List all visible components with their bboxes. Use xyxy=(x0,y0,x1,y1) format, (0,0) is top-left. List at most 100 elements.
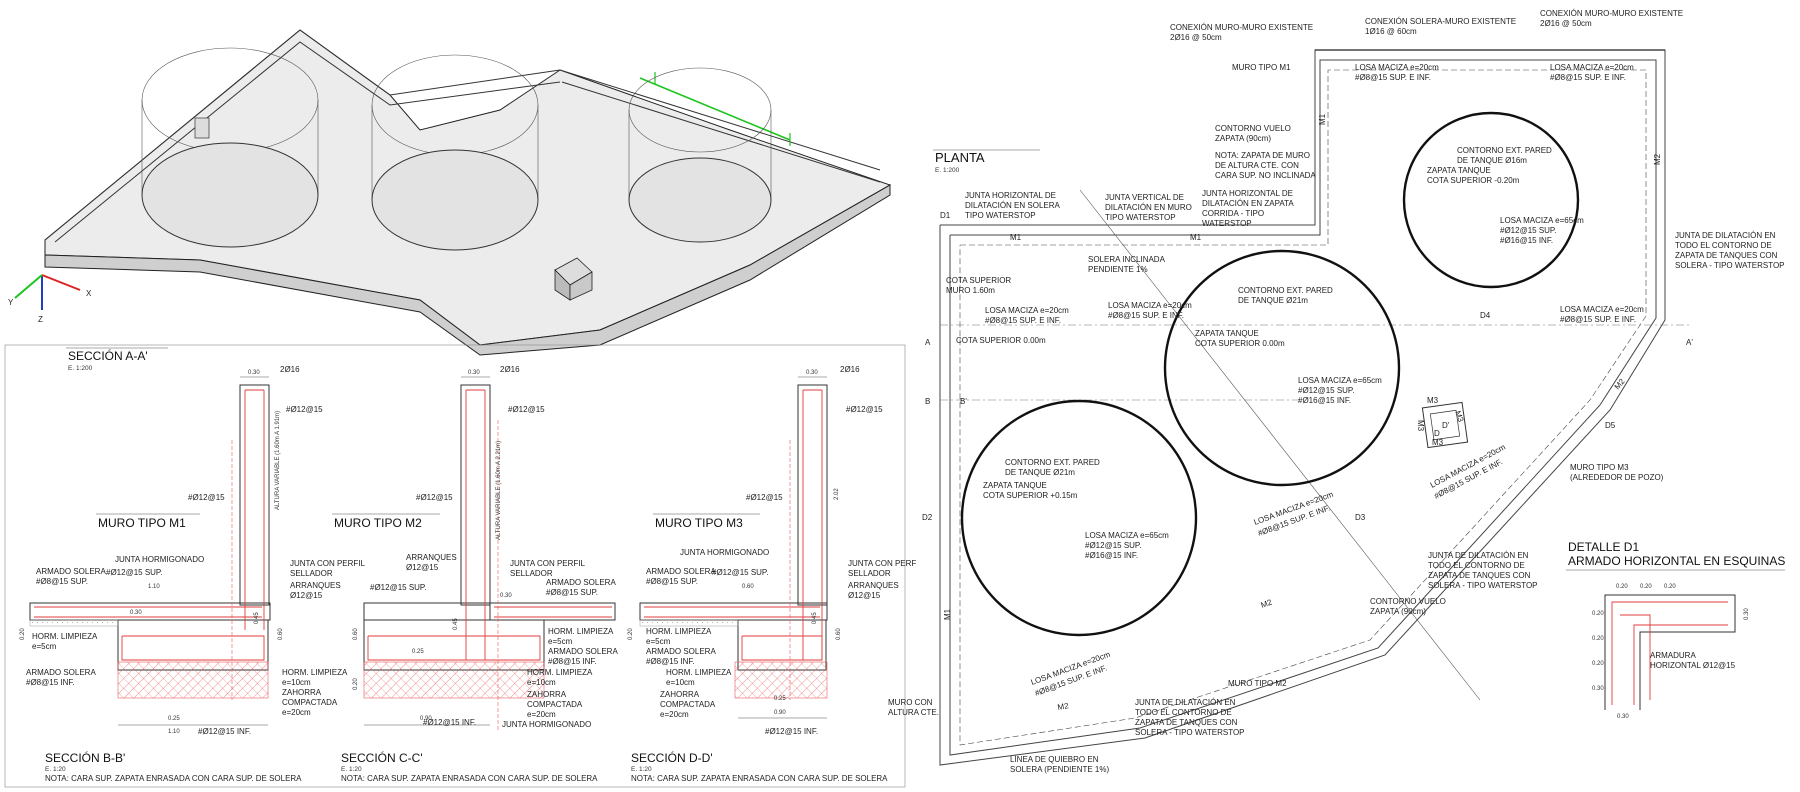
m2-sellador: SELLADOR xyxy=(510,569,553,578)
m2-dim-025: 0.25 xyxy=(412,649,424,655)
detail-title-2: ARMADO HORIZONTAL EN ESQUINAS xyxy=(1568,554,1785,568)
plan-mark-D-prime: D' xyxy=(1442,421,1450,430)
m2-arranques: ARRANQUES xyxy=(406,553,457,562)
m2-armado-solera-v: #Ø8@15 SUP. xyxy=(546,588,598,597)
m1-armado-solera-inf: ARMADO SOLERA xyxy=(26,668,96,677)
m1-e10: e=10cm xyxy=(282,678,311,687)
plan-losa-e2: #Ø8@15 SUP. E INF. xyxy=(1560,315,1636,324)
m1-bottom-bar: #Ø12@15 INF. xyxy=(198,727,251,736)
m3-note: NOTA: CARA SUP. ZAPATA ENRASADA CON CARA… xyxy=(631,774,888,783)
detail-armadura-2: HORIZONTAL Ø12@15 xyxy=(1650,661,1736,670)
plan-t1-a: CONTORNO EXT. PARED xyxy=(1457,146,1552,155)
plan-t2-f: #Ø12@15 SUP. xyxy=(1298,386,1354,395)
m3-sup-bar: #Ø12@15 SUP. xyxy=(712,568,768,577)
plan-mark-M2b: M2 xyxy=(1613,377,1627,392)
section-m1: MURO TIPO M1 0.30 2Ø16 #Ø12@15 #Ø12@15 A… xyxy=(20,365,366,783)
m1-e5: e=5cm xyxy=(32,642,57,651)
plan-jdb-4: SOLERA - TIPO WATERSTOP xyxy=(1135,728,1245,737)
m1-sup-bar: #Ø12@15 SUP. xyxy=(106,568,162,577)
plan-jz-4: WATERSTOP xyxy=(1202,219,1252,228)
m3-dim-030: 0.30 xyxy=(806,370,818,376)
detail-dim-2: 0.20 xyxy=(1640,584,1652,590)
plan-mark-M1c: M1 xyxy=(1318,113,1327,125)
m1-dim-060: 0.60 xyxy=(278,628,284,640)
m2-vert-bar: #Ø12@15 xyxy=(508,405,545,414)
m1-compactada: COMPACTADA xyxy=(282,698,338,707)
plan-t1-b: DE TANQUE Ø16m xyxy=(1457,156,1527,165)
m2-title: MURO TIPO M2 xyxy=(334,516,422,530)
m2-arranques-v: Ø12@15 xyxy=(406,563,439,572)
m1-note: NOTA: CARA SUP. ZAPATA ENRASADA CON CARA… xyxy=(45,774,302,783)
plan-mark-A2: A' xyxy=(1686,338,1693,347)
m2-compactada: COMPACTADA xyxy=(527,700,583,709)
m2-junta-horm: JUNTA HORMIGONADO xyxy=(502,720,591,729)
m2-dim-045: 0.45 xyxy=(453,618,459,630)
m1-dim-025: 0.25 xyxy=(168,716,180,722)
m3-dim-060: 0.60 xyxy=(742,584,754,590)
m1-altura: ALTURA VARIABLE (1.60m A 1.91m) xyxy=(275,411,281,510)
m1-zahorra: ZAHORRA xyxy=(282,688,322,697)
plan-nota-1: NOTA: ZAPATA DE MURO xyxy=(1215,151,1310,160)
plan-losa-c1: LOSA MACIZA e=20cm xyxy=(1355,63,1439,72)
plan-mark-B: B xyxy=(925,397,930,406)
m1-arranques-v: Ø12@15 xyxy=(290,591,323,600)
plan-conn-3a: CONEXIÓN MURO-MURO EXISTENTE xyxy=(1540,9,1683,18)
m1-caption: SECCIÓN B-B' xyxy=(45,750,125,765)
m3-vert-bar: #Ø12@15 xyxy=(846,405,883,414)
m3-caption: SECCIÓN D-D' xyxy=(631,750,713,765)
m3-scale: E. 1:20 xyxy=(631,766,652,773)
plan-mark-M2d: M2 xyxy=(1057,701,1070,712)
plan-mark-M2c: M2 xyxy=(1260,597,1274,609)
section-aa-title: SECCIÓN A-A' xyxy=(68,348,148,363)
m2-sup-bar: #Ø12@15 SUP. xyxy=(370,583,426,592)
m2-e20: e=20cm xyxy=(527,710,556,719)
plan-t3-f: #Ø12@15 SUP. xyxy=(1085,541,1141,550)
plan-muro-m1: MURO TIPO M1 xyxy=(1232,63,1291,72)
m3-e10: e=10cm xyxy=(666,678,695,687)
plan-jdb-3: ZAPATA DE TANQUES CON xyxy=(1135,718,1238,727)
plan-losa-c2: #Ø8@15 SUP. E INF. xyxy=(1355,73,1431,82)
plan-t1-c: ZAPATA TANQUE xyxy=(1427,166,1491,175)
m3-e20: e=20cm xyxy=(660,710,689,719)
m2-dim-090: 0.90 xyxy=(420,716,432,722)
detail-dim-8: 0.30 xyxy=(1592,686,1604,692)
m2-scale: E. 1:20 xyxy=(341,766,362,773)
m2-inf-bar: #Ø8@15 INF. xyxy=(548,657,597,666)
m1-dim-110: 1.10 xyxy=(148,584,160,590)
plan-t2-b: DE TANQUE Ø21m xyxy=(1238,296,1308,305)
plan-t2-d: COTA SUPERIOR 0.00m xyxy=(1195,339,1285,348)
sections-frame xyxy=(4,344,906,788)
m3-inf-bar: #Ø8@15 INF. xyxy=(646,657,695,666)
m2-dim-060: 0.60 xyxy=(353,628,359,640)
m1-dim-045: 0.45 xyxy=(254,612,260,624)
plan-jv-1: JUNTA VERTICAL DE xyxy=(1105,193,1184,202)
plan-losa-b1: LOSA MACIZA e=20cm xyxy=(1108,301,1192,310)
plan-solera-1: SOLERA INCLINADA xyxy=(1088,255,1166,264)
m2-dim-030b: 0.30 xyxy=(500,593,512,599)
plan-cota-1: COTA SUPERIOR xyxy=(946,276,1011,285)
plan-cota-3: COTA SUPERIOR 0.00m xyxy=(956,336,1046,345)
m1-inf-bar: #Ø8@15 INF. xyxy=(26,678,75,687)
plan-jh-1: JUNTA HORIZONTAL DE xyxy=(965,191,1056,200)
detail-dim-9: 0.30 xyxy=(1617,714,1629,720)
plan-t2-g: #Ø16@15 INF. xyxy=(1298,396,1351,405)
m1-mid-bar: #Ø12@15 xyxy=(188,493,225,502)
plan-losa-e1: LOSA MACIZA e=20cm xyxy=(1560,305,1644,314)
plan-lq-1: LÍNEA DE QUIEBRO EN xyxy=(1010,755,1099,764)
plan-t2-c: ZAPATA TANQUE xyxy=(1195,329,1259,338)
plan-t1-e: LOSA MACIZA e=65cm xyxy=(1500,216,1584,225)
plan-jz-2: DILATACIÓN EN ZAPATA xyxy=(1202,199,1294,208)
section-m2: MURO TIPO M2 0.30 2Ø16 #Ø12@15 #Ø12@15 A… xyxy=(332,365,618,783)
plan-tank-1 xyxy=(1402,111,1580,289)
m3-sellador: SELLADOR xyxy=(848,569,891,578)
m3-mid-bar: #Ø12@15 xyxy=(746,493,783,502)
plan-mark-M1a: M1 xyxy=(1010,233,1022,242)
plan-scale: E. 1:200 xyxy=(935,167,960,174)
detail-dim-3: 0.20 xyxy=(1664,584,1676,590)
m2-armado-solera: ARMADO SOLERA xyxy=(546,578,616,587)
m3-top-bar: 2Ø16 xyxy=(840,365,860,374)
plan-losa-a1: LOSA MACIZA e=20cm xyxy=(985,306,1069,315)
m1-arranques: ARRANQUES xyxy=(290,581,341,590)
m2-dim-030: 0.30 xyxy=(468,370,480,376)
